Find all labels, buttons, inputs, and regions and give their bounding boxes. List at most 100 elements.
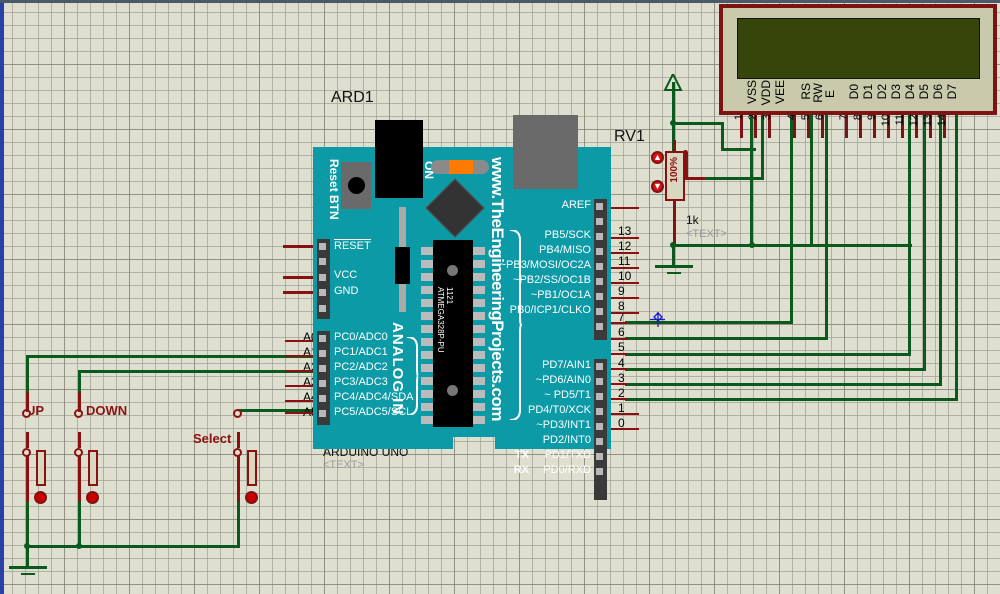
- power-header-pin-vcc[interactable]: [319, 274, 326, 281]
- wire-vee-v: [761, 115, 764, 180]
- digital-low-pin-6[interactable]: [596, 378, 603, 385]
- wire-d6-e-v: [825, 115, 828, 340]
- analog-pin-label-1: PC1/ADC1: [334, 346, 388, 358]
- lcd-pin-label-e: E: [823, 90, 837, 99]
- analog-header-pin-a1[interactable]: [319, 350, 326, 357]
- lcd-leg-14: [943, 110, 946, 138]
- mcu-lot-code: 1121: [445, 287, 454, 305]
- analog-header-pin-a4[interactable]: [319, 395, 326, 402]
- arduino-uno-board[interactable]: Reset BTN ON www.TheEngineeringProjects.…: [313, 115, 611, 500]
- digital-low-pin-2[interactable]: [596, 438, 603, 445]
- pin-number-7: 7: [618, 310, 625, 324]
- button-up-body[interactable]: [36, 450, 46, 486]
- wire-d4-lcd12-h: [625, 368, 926, 371]
- digital-low-pin-5[interactable]: [596, 393, 603, 400]
- button-label-select: Select: [193, 431, 232, 446]
- pot-decrease-button[interactable]: ▼: [651, 180, 664, 193]
- lcd-module[interactable]: VSS VDD VEE RS RW E D0 D1 D2 D3 D4 D5 D6…: [719, 4, 997, 115]
- button-down-knob[interactable]: [86, 491, 99, 504]
- power-header-pin-reset[interactable]: [319, 243, 326, 250]
- board-caption-sub: <TEXT>: [323, 459, 364, 471]
- digital-high-pin-9[interactable]: [596, 293, 603, 300]
- wire-d5-lcd11-v: [908, 115, 911, 356]
- wire-rw-v: [810, 115, 813, 245]
- pin-number-2: 2: [618, 386, 625, 400]
- pot-wiper-dot: [683, 150, 688, 155]
- digital-low-label-3: ~PD3/INT1: [536, 419, 591, 431]
- digital-low-pin-7[interactable]: [596, 363, 603, 370]
- lcd-leg-1: [740, 110, 743, 138]
- digital-high-pin-12[interactable]: [596, 248, 603, 255]
- analog-header-pin-a0[interactable]: [319, 335, 326, 342]
- pot-increase-button[interactable]: ▲: [651, 151, 664, 164]
- wire-d6-e-h: [625, 337, 828, 340]
- button-select-body[interactable]: [247, 450, 257, 486]
- wire-up-a1-h: [26, 355, 314, 358]
- reset-btn-label: Reset BTN: [327, 159, 341, 220]
- button-label-down: DOWN: [86, 403, 128, 418]
- mcu-hole-top: [447, 265, 458, 276]
- stub-0: [597, 428, 639, 430]
- button-select-knob[interactable]: [245, 491, 258, 504]
- analog-header-pin-a5[interactable]: [319, 410, 326, 417]
- digital-low-label-2: PD2/INT0: [542, 434, 591, 446]
- digital-high-pin-8[interactable]: [596, 308, 603, 315]
- analog-header-pin-a3[interactable]: [319, 380, 326, 387]
- lcd-pin-label-vee: VEE: [773, 80, 787, 105]
- lcd-pin-label-d7: D7: [945, 84, 959, 100]
- stub-vcc: [283, 276, 315, 279]
- stub-9: [597, 297, 639, 299]
- lcd-pin-label-d4: D4: [903, 84, 917, 100]
- analog-pin-label-3: PC3/ADC3: [334, 376, 388, 388]
- power-header-pin-blank[interactable]: [319, 258, 326, 265]
- stub-12: [597, 252, 639, 254]
- lcd-pin-label-vss: VSS: [745, 80, 759, 105]
- pin-number-10: 10: [618, 269, 632, 283]
- mcu-name: ATMEGA328P-PU: [436, 287, 445, 353]
- digital-low-pin-4[interactable]: [596, 408, 603, 415]
- analog-header-pin-a2[interactable]: [319, 365, 326, 372]
- capacitor-body: [395, 247, 410, 284]
- wire-wiper-stub-v: [685, 152, 688, 180]
- digital-high-pin-aref[interactable]: [596, 203, 603, 210]
- digital-high-label-aref: AREF: [561, 199, 591, 211]
- stub-11: [597, 267, 639, 269]
- pin-number-6: 6: [618, 325, 625, 339]
- lcd-pin-number-12: 12: [908, 114, 920, 127]
- button-down-body[interactable]: [88, 450, 98, 486]
- stub-3: [597, 383, 627, 385]
- potentiometer-body[interactable]: 100%: [665, 151, 685, 201]
- pin-number-3: 3: [618, 371, 625, 385]
- digital-high-pin-gnd[interactable]: [596, 218, 603, 225]
- wire-down-a2-h: [78, 370, 314, 373]
- reset-button-cap[interactable]: [348, 177, 365, 194]
- digital-high-pin-13[interactable]: [596, 233, 603, 240]
- digital-low-pin-1[interactable]: [596, 453, 603, 460]
- power-header-pin-gnd[interactable]: [319, 289, 326, 296]
- digital-high-pin-11[interactable]: [596, 263, 603, 270]
- digital-high-pin-10[interactable]: [596, 278, 603, 285]
- mcu-part-number: 1121 ATMEGA328P-PU: [436, 287, 454, 353]
- analog-in-label: ANALOG IN: [389, 322, 406, 416]
- digital-low-pin-3[interactable]: [596, 423, 603, 430]
- wire-gnd-drop: [672, 244, 675, 266]
- wire-select-bot: [237, 432, 240, 448]
- lcd-pin-label-d3: D3: [889, 84, 903, 100]
- lcd-pin-label-d1: D1: [861, 84, 875, 100]
- wire-d2-lcd14-v: [955, 115, 958, 401]
- wire-up-gnd-v: [26, 502, 29, 547]
- junction-down-gnd: [76, 543, 82, 549]
- pot-value: 1k: [686, 213, 699, 227]
- stub-a3: [285, 385, 315, 387]
- button-up-knob[interactable]: [34, 491, 47, 504]
- button-select-terminal-top[interactable]: [233, 409, 242, 418]
- power-header-pin-spare[interactable]: [319, 305, 326, 312]
- digital-high-pin-spare[interactable]: [596, 323, 603, 330]
- digital-low-label-4: PD4/T0/XCK: [528, 404, 591, 416]
- board-url-text: www.TheEngineeringProjects.com: [488, 157, 507, 421]
- ground-symbol-pot: [655, 265, 693, 279]
- wire-down-bot-lead: [78, 455, 81, 502]
- lcd-leg-10: [887, 110, 890, 138]
- digital-low-pin-0[interactable]: [596, 468, 603, 475]
